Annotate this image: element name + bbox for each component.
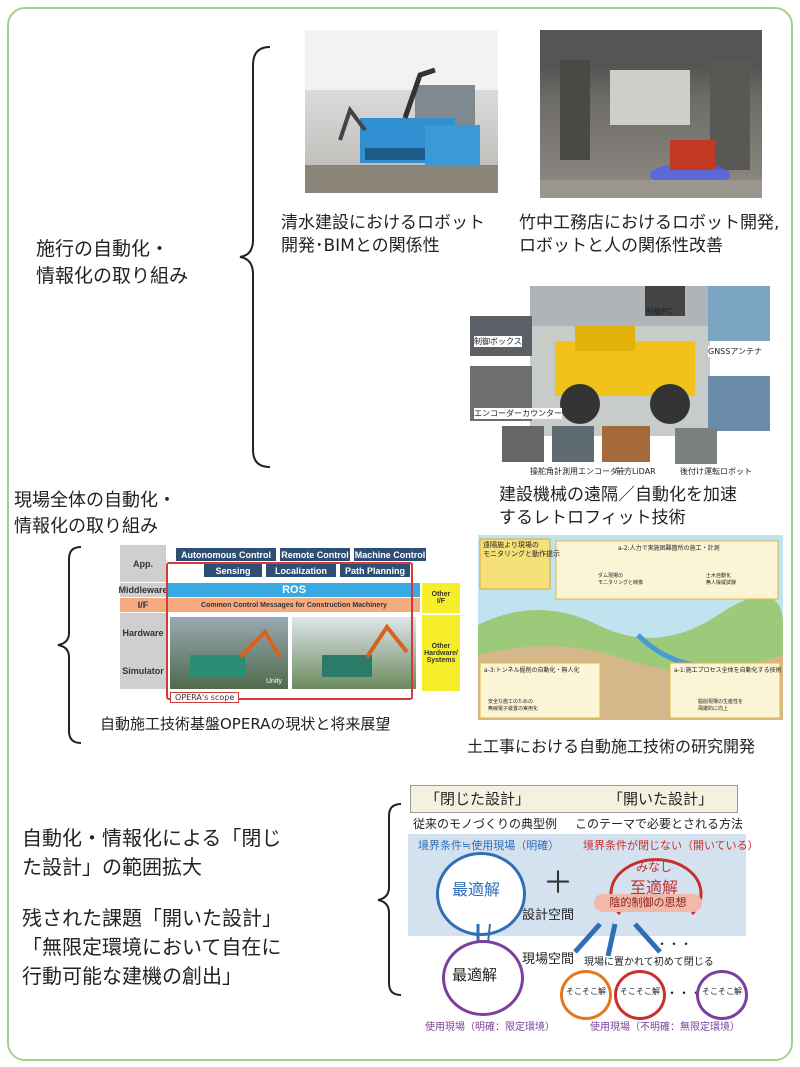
other-if-box: Other I/F: [422, 583, 460, 613]
closed-design-text: 自動化・情報化による「閉じ た設計」の範囲拡大: [22, 826, 282, 879]
optimal-solution-circle: [436, 852, 526, 936]
closed-design-sub: 従来のモノづくりの典型例: [413, 817, 558, 831]
dots-bottom: ・・・: [666, 986, 703, 1000]
dots-top: ・・・: [656, 937, 693, 951]
brace-section1: [239, 46, 271, 468]
ros-label: ROS: [282, 584, 306, 596]
open-arc: [609, 858, 703, 916]
site-optimal-circle: [442, 940, 524, 1016]
map-label-6: 安全な施工のための 無線電子装置の実用化: [488, 699, 539, 712]
site-optimal-label: 最適解: [452, 966, 498, 984]
localization-box: Localization: [266, 564, 336, 577]
map-label-0: 遠隔施より現場の モニタリングと動作提示: [483, 541, 560, 558]
excavator-photo-1: [170, 617, 288, 689]
use-site-open: 使用現場（不明確：無限定環境）: [590, 1022, 740, 1033]
opera-row-middleware: Middleware: [118, 583, 168, 597]
map-label-3: 土木自動化 無人操縦試験: [706, 573, 737, 586]
plus-sign: ＋: [543, 866, 573, 901]
brace-section2: [57, 546, 82, 744]
autonomous-control-box: Autonomous Control: [176, 548, 276, 561]
sokosoko-label-1: そこそこ解: [566, 987, 606, 996]
section1-heading: 施行の自動化・ 情報化の取り組み: [36, 238, 189, 287]
map-label-5: a-1:施工プロセス全体を自動化する技術: [674, 667, 782, 674]
map-label-7: 掘削現場の生産性を 飛躍的に向上: [698, 699, 744, 712]
closed-design-title: 「閉じた設計」: [425, 790, 531, 808]
retrofit-caption: 建設機械の遠隔／自動化を加速 するレトロフィット技術: [499, 485, 737, 528]
other-hardware-box: Other Hardware/ Systems: [422, 615, 460, 691]
map-label-4: a-3:トンネル掘削の自動化・無人化: [484, 667, 580, 674]
use-site-closed: 使用現場（明確：限定環境）: [425, 1022, 555, 1033]
ros-bar: ROS: [168, 583, 420, 597]
truck-label-5: 前方LiDAR: [616, 467, 656, 476]
design-space-label: 設計空間: [522, 908, 575, 923]
minashi-label: みなし: [636, 860, 673, 874]
truck-label-2: GNSSアンテナ: [708, 346, 763, 357]
design-title-bar: [410, 785, 738, 813]
truck-label-1: 制御ボックス: [474, 336, 522, 347]
sensing-box: Sensing: [204, 564, 262, 577]
open-condition: 境界条件が閉じない（開いている）: [583, 839, 759, 852]
earthwork-caption: 土工事における自動施工技術の研究開発: [467, 737, 756, 756]
takenaka-robot-photo: [540, 30, 762, 198]
truck-label-6: 後付け運転ロボット: [680, 467, 752, 476]
if-bar: Common Control Messages for Construction…: [168, 598, 420, 612]
excavator-photo-2: [292, 617, 416, 689]
open-design-sub: このテーマで必要とされる方法: [575, 817, 744, 831]
opera-row-hardware: Hardware: [120, 613, 166, 653]
remote-control-box: Remote Control: [280, 548, 350, 561]
shimizu-robot-photo: [305, 30, 498, 193]
opera-diagram: App. Middleware I/F Hardware Simulator A…: [118, 545, 460, 707]
optimal-open-label: 至適解: [630, 878, 679, 897]
sokosoko-label-2: そこそこ解: [620, 987, 660, 996]
sokosoko-label-3: そこそこ解: [702, 987, 742, 996]
truck-label-0: 制御PC: [646, 307, 673, 316]
closed-condition: 境界条件≒使用現場（明確）: [418, 839, 560, 852]
closed-on-site-label: 現場に置かれて初めて閉じる: [584, 957, 714, 968]
opera-caption: 自動施工技術基盤OPERAの現状と将来展望: [100, 715, 391, 733]
open-design-title: 「開いた設計」: [608, 790, 714, 808]
opera-scope-label: OPERA's scope: [170, 692, 240, 703]
opera-row-simulator: Simulator: [120, 653, 166, 689]
retrofit-truck-photo: 制御PC 制御ボックス GNSSアンテナ エンコーダーカウンター 操舵角計測用エ…: [470, 286, 770, 481]
section2-heading: 現場全体の自動化・ 情報化の取り組み: [14, 490, 176, 537]
sokosoko-circle-2: [614, 970, 666, 1020]
sokosoko-circle-3: [696, 970, 748, 1020]
opera-row-if: I/F: [120, 598, 166, 612]
optimal-solution-label: 最適解: [452, 880, 501, 899]
map-label-1: a-2:人力で実施困難箇所の施工・計測: [618, 545, 720, 552]
takenaka-caption: 竹中工務店におけるロボット開発, ロボットと人の関係性改善: [519, 213, 780, 256]
shimizu-caption: 清水建設におけるロボット 開発･BIMとの関係性: [281, 213, 485, 256]
opera-scope-outline: [166, 562, 413, 700]
site-space-label: 現場空間: [522, 952, 575, 967]
unity-label: Unity: [266, 678, 282, 685]
sokosoko-circle-1: [560, 970, 612, 1020]
truck-label-3: エンコーダーカウンター: [474, 408, 562, 419]
machine-control-box: Machine Control: [354, 548, 426, 561]
opera-row-app: App.: [120, 545, 166, 582]
truck-label-4: 操舵角計測用エンコーダー: [530, 467, 626, 476]
earthwork-illustration: 遠隔施より現場の モニタリングと動作提示 a-2:人力で実施困難箇所の施工・計測…: [478, 535, 783, 720]
map-label-2: ダム現場の モニタリングと映像: [598, 573, 644, 586]
implicit-control-cloud: 陰的制御の思想: [594, 894, 702, 912]
brace-section3: [377, 803, 402, 996]
open-design-text: 残された課題「開いた設計」 「無限定環境において自在に 行動可能な建機の創出」: [22, 906, 282, 988]
path-planning-box: Path Planning: [340, 564, 410, 577]
